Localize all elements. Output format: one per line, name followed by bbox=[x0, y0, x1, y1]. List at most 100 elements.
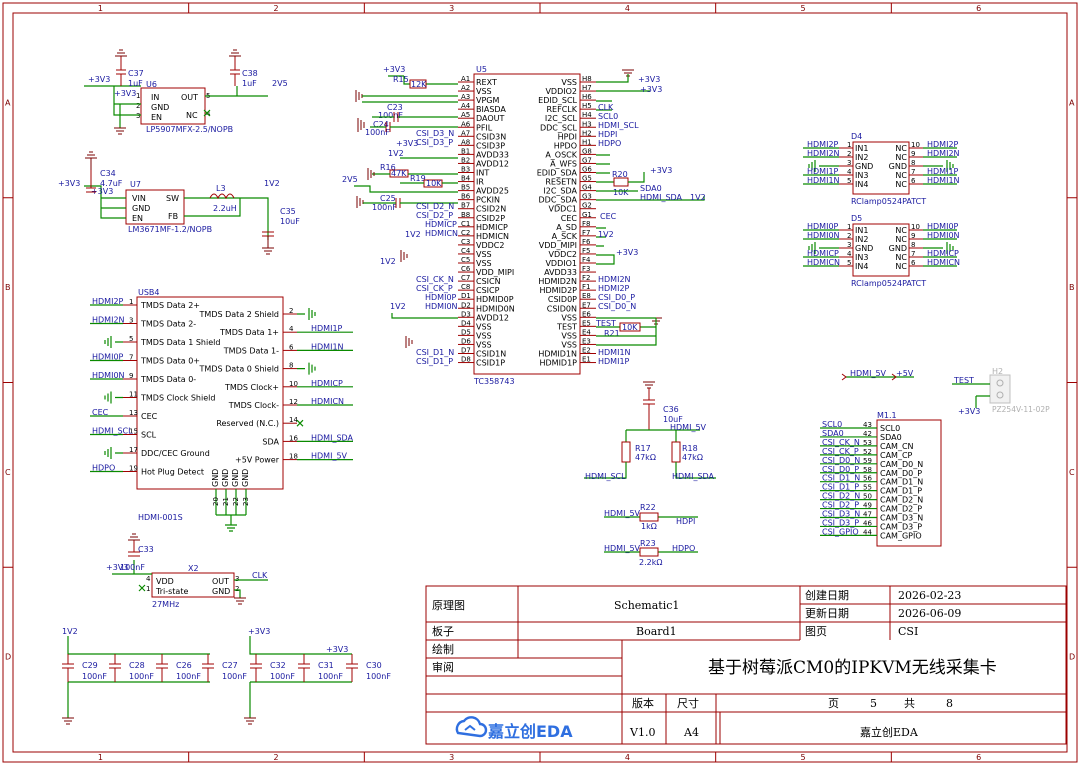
usb4-pin-number: 1 bbox=[129, 298, 133, 306]
m1-net-label: SDA0 bbox=[822, 429, 844, 438]
u5-pin-name: CSICN bbox=[476, 277, 501, 286]
svg-text:+3V3: +3V3 bbox=[396, 139, 418, 148]
usb4-pin-number: 11 bbox=[129, 391, 138, 399]
decoupling-capacitors: 1V2 +3V3 +3V3 C29100nFC28100nFC26100nFC2… bbox=[62, 627, 391, 725]
clamp-pin-number: 9 bbox=[911, 150, 915, 158]
svg-text:10K: 10K bbox=[622, 323, 638, 332]
u5-pin-number: A5 bbox=[461, 111, 470, 119]
ruler-col-bottom: 2 bbox=[274, 753, 279, 762]
svg-text:C36: C36 bbox=[663, 405, 679, 414]
ruler-col-bottom: 5 bbox=[801, 753, 806, 762]
m1-designator: M1.1 bbox=[877, 411, 897, 420]
usb4-pin-number: 19 bbox=[129, 465, 138, 473]
u5-pin-number: D8 bbox=[461, 356, 471, 364]
u5-pin-name: CSID1P bbox=[476, 359, 505, 368]
u5-pin-name: HPDI bbox=[558, 132, 577, 141]
usb4-pin-name: TMDS Data 0+ bbox=[140, 357, 200, 366]
svg-text:CSI_CK_P: CSI_CK_P bbox=[416, 284, 453, 293]
d5-body bbox=[852, 223, 910, 277]
u5-pin-number: D5 bbox=[461, 328, 471, 336]
usb4-net-label: HDMI1N bbox=[311, 342, 344, 351]
clamp-net-label: HDMI0P bbox=[927, 222, 959, 231]
usb4-pin-number: 15 bbox=[129, 428, 138, 436]
svg-text:10K: 10K bbox=[613, 188, 629, 197]
clamp-pin-name: NC bbox=[895, 226, 907, 235]
u5-pin-name: VSS bbox=[476, 322, 492, 331]
u5-pin-name: VDDIO1 bbox=[545, 259, 577, 268]
usb4-pin-name: TMDS Data 0 Shield bbox=[199, 365, 279, 374]
u5-pin-number: C5 bbox=[461, 256, 470, 264]
svg-text:4.7uF: 4.7uF bbox=[100, 179, 123, 188]
u5-pin-name: AVDD12 bbox=[476, 313, 509, 322]
c38-val: 1uF bbox=[242, 79, 257, 88]
usb4-net-label: HDMICN bbox=[311, 397, 344, 406]
usb4-pin-name: CEC bbox=[141, 412, 158, 421]
u5-pin-name: TEST bbox=[556, 322, 577, 331]
decap-value: 100nF bbox=[129, 672, 154, 681]
total-number: 8 bbox=[946, 697, 953, 710]
svg-text:+3V3: +3V3 bbox=[326, 645, 348, 654]
ruler-row-right: D bbox=[1069, 653, 1075, 662]
u5-pin-name: RESETN bbox=[545, 178, 577, 187]
u5-pin-number: F6 bbox=[582, 238, 591, 246]
ruler-row-left: D bbox=[5, 653, 11, 662]
u5-pin-name: AVDD33 bbox=[544, 268, 577, 277]
u5-pin-name: I2C_SDA bbox=[543, 187, 577, 196]
usb4-pin-number: 9 bbox=[129, 372, 133, 380]
u5-pin-number: E7 bbox=[582, 301, 591, 309]
svg-text:CEC: CEC bbox=[600, 212, 617, 221]
usb4-pin-name: TMDS Data 2+ bbox=[140, 301, 200, 310]
u5-pin-name: I2C_SCL bbox=[545, 114, 578, 123]
svg-text:C34: C34 bbox=[100, 169, 116, 178]
title-block-frame bbox=[425, 585, 1067, 745]
u6-designator: U6 bbox=[146, 80, 157, 89]
schematic-label: 原理图 bbox=[432, 599, 465, 612]
svg-text:4: 4 bbox=[146, 575, 151, 583]
usb4-pin-name: DDC/CEC Ground bbox=[141, 449, 210, 458]
update-date-value: 2026-06-09 bbox=[898, 607, 961, 620]
u6-pin-in: IN bbox=[151, 93, 159, 102]
m1-net-label: CSI_D0_P bbox=[822, 465, 859, 474]
ruler-row-left: C bbox=[5, 468, 11, 477]
u5-pin-name: VDD_MIPI bbox=[476, 268, 514, 277]
decap-value: 100nF bbox=[82, 672, 107, 681]
d4-designator: D4 bbox=[851, 132, 862, 141]
decap-designator: C31 bbox=[318, 661, 334, 670]
svg-text:HDPI: HDPI bbox=[676, 517, 695, 526]
usb4-net-label: HDMI0P bbox=[92, 353, 124, 362]
svg-text:SW: SW bbox=[166, 194, 179, 203]
ruler-col-bottom: 1 bbox=[98, 753, 103, 762]
svg-text:+3V3: +3V3 bbox=[106, 563, 128, 572]
svg-text:C35: C35 bbox=[280, 207, 296, 216]
u5-pin-number: G2 bbox=[582, 202, 592, 210]
u5-pin-name: VSS bbox=[561, 331, 577, 340]
svg-text:R20: R20 bbox=[612, 170, 628, 179]
u5-pin-name: HDMID1P bbox=[539, 359, 577, 368]
u5-pin-name: IR bbox=[476, 178, 484, 187]
svg-text:HDPO: HDPO bbox=[598, 139, 621, 148]
u5-pin-name: CSICP bbox=[476, 286, 500, 295]
board-label: 板子 bbox=[432, 624, 454, 638]
u5-pin-name: EDID_SCL bbox=[538, 96, 577, 105]
u5-pin-number: A1 bbox=[461, 75, 470, 83]
svg-text:HDPO: HDPO bbox=[672, 544, 695, 553]
u5-pin-number: F1 bbox=[582, 283, 590, 291]
u5-pin-name: VDD_MIPI bbox=[539, 241, 577, 250]
u6-out-power: 2V5 bbox=[272, 79, 288, 88]
svg-text:R18: R18 bbox=[682, 444, 698, 453]
u5-pin-name: CSID3P bbox=[476, 141, 505, 150]
clamp-pin-name: IN2 bbox=[855, 153, 868, 162]
svg-text:10uF: 10uF bbox=[280, 217, 300, 226]
clamp-pin-number: 7 bbox=[911, 250, 915, 258]
decap-designator: C29 bbox=[82, 661, 98, 670]
usb4-pin-name: +5V Power bbox=[235, 456, 280, 465]
m1-pin-name: CAM_CP bbox=[880, 451, 913, 460]
u5-body bbox=[473, 73, 581, 375]
m1-net-label: CSI_D1_P bbox=[822, 483, 859, 492]
clamp-pin-number: 1 bbox=[847, 141, 851, 149]
u5-pin-number: C6 bbox=[461, 265, 471, 273]
u5-pin-name: HDMID2P bbox=[539, 286, 577, 295]
svg-text:FB: FB bbox=[168, 212, 178, 221]
